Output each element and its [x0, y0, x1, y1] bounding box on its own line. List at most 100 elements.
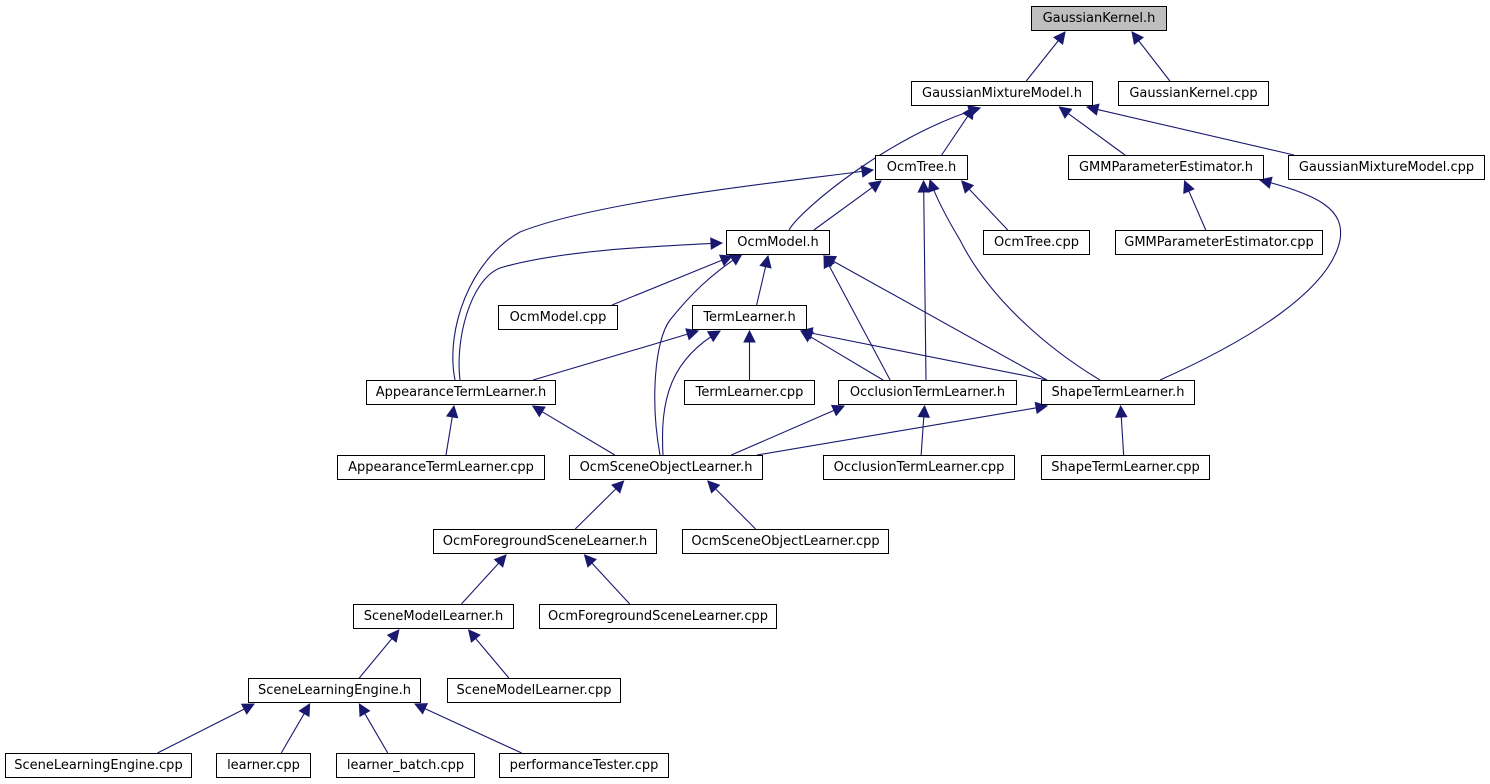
edge-arrowhead: [1058, 106, 1073, 119]
edge-arrowhead: [413, 703, 429, 715]
edge-osol_cpp-to-osol_h: [714, 487, 757, 530]
node-scenelearningengine-h[interactable]: SceneLearningEngine.h: [248, 678, 421, 703]
edge-arrowhead: [493, 554, 507, 568]
edge-arrowhead: [710, 237, 724, 250]
edge-arrowhead: [1258, 176, 1273, 189]
edge-arrowhead: [358, 703, 371, 718]
edge-gmm_cpp-to-gmm_h: [1096, 108, 1295, 156]
edge-arrowhead: [240, 703, 255, 715]
node-gmmparameterestimator-h[interactable]: GMMParameterEstimator.h: [1068, 155, 1264, 180]
edge-stl_h-to-termlearner_h: [810, 332, 1048, 381]
edge-arrowhead: [386, 629, 400, 643]
edge-ocmtree_h-to-gmm_h: [941, 115, 969, 156]
node-gaussiankernel-cpp[interactable]: GaussianKernel.cpp: [1118, 81, 1269, 106]
edge-sle_cpp-to-sle_h: [157, 708, 246, 754]
edge-arrowhead: [445, 404, 459, 419]
edge-ofsl_cpp-to-ofsl_h: [590, 562, 631, 605]
edge-otl_h-to-termlearner_h: [809, 335, 884, 381]
edge-atl_h-to-termlearner_h: [532, 333, 689, 381]
edge-stl_cpp-to-stl_h: [1120, 415, 1125, 456]
edge-gmm_h-to-gk_h: [1025, 39, 1060, 82]
node-learner-cpp[interactable]: learner.cpp: [216, 753, 311, 778]
edge-otl_h-to-ocmtree_h: [923, 190, 927, 381]
edge-osol_h-to-ocmmodel_h: [654, 253, 743, 456]
edge-learner_batch_cpp-to-sle_h: [363, 712, 389, 754]
node-gaussiankernel-h: GaussianKernel.h: [1031, 6, 1167, 31]
edge-arrowhead: [830, 404, 846, 417]
node-ocmforegroundscenelearner-cpp[interactable]: OcmForegroundSceneLearner.cpp: [539, 604, 777, 629]
edge-termlearner_h-to-ocmmodel_h: [756, 265, 767, 306]
edge-arrowhead: [1053, 31, 1066, 45]
edge-arrowhead: [706, 330, 721, 343]
edge-stl_h-to-gmmpe_h: [1159, 179, 1342, 381]
edge-arrowhead: [1183, 179, 1195, 195]
edge-perf_cpp-to-sle_h: [423, 707, 522, 754]
node-shapetermlearner-cpp[interactable]: ShapeTermLearner.cpp: [1041, 455, 1210, 480]
edge-arrowhead: [743, 329, 756, 343]
node-ocmsceneobjectlearner-h[interactable]: OcmSceneObjectLearner.h: [569, 455, 763, 480]
node-ocmsceneobjectlearner-cpp[interactable]: OcmSceneObjectLearner.cpp: [682, 529, 889, 554]
edge-arrowhead: [868, 180, 882, 193]
edge-arrowhead: [718, 254, 734, 267]
node-performancetester-cpp[interactable]: performanceTester.cpp: [499, 753, 669, 778]
edge-stl_h-to-ocmmodel_h: [832, 260, 1048, 381]
edge-ofsl_h-to-osol_h: [574, 487, 618, 530]
edge-arrowhead: [298, 703, 311, 718]
node-termlearner-h[interactable]: TermLearner.h: [692, 305, 807, 330]
edge-arrowhead: [685, 328, 700, 341]
edge-ocmmodel_cpp-to-ocmmodel_h: [611, 259, 723, 306]
edge-arrowhead: [1131, 31, 1145, 45]
edge-arrowhead: [823, 255, 838, 268]
node-scenemodellearner-cpp[interactable]: SceneModelLearner.cpp: [447, 678, 621, 703]
edge-gmmpe_cpp-to-gmmpe_h: [1187, 189, 1207, 231]
node-scenemodellearner-h[interactable]: SceneModelLearner.h: [353, 604, 514, 629]
edge-atl_h-to-ocmtree_h: [452, 169, 874, 381]
edge-arrowhead: [927, 178, 940, 193]
edge-arrowhead: [917, 404, 931, 418]
edge-arrowhead: [611, 480, 625, 494]
edge-arrowhead: [531, 405, 546, 418]
node-appearancetermlearner-h[interactable]: AppearanceTermLearner.h: [366, 380, 556, 405]
node-occlusiontermlearner-h[interactable]: OcclusionTermLearner.h: [838, 380, 1017, 405]
edge-arrowhead: [860, 165, 875, 178]
edge-learner_cpp-to-sle_h: [280, 712, 306, 754]
node-gmmparameterestimator-cpp[interactable]: GMMParameterEstimator.cpp: [1115, 230, 1323, 255]
edge-arrowhead: [583, 554, 597, 568]
node-ocmtree-h[interactable]: OcmTree.h: [875, 155, 968, 180]
node-scenelearningengine-cpp[interactable]: SceneLearningEngine.cpp: [5, 753, 192, 778]
node-gaussianmixturemodel-h[interactable]: GaussianMixtureModel.h: [911, 81, 1093, 106]
edge-otl_cpp-to-otl_h: [920, 415, 925, 456]
edge-sml_h-to-ofsl_h: [460, 562, 500, 605]
node-shapetermlearner-h[interactable]: ShapeTermLearner.h: [1041, 380, 1195, 405]
node-learner-batch-cpp[interactable]: learner_batch.cpp: [336, 753, 475, 778]
node-ocmmodel-cpp[interactable]: OcmModel.cpp: [498, 305, 618, 330]
node-gaussianmixturemodel-cpp[interactable]: GaussianMixtureModel.cpp: [1288, 155, 1485, 180]
edge-gmmpe_h-to-gmm_h: [1067, 112, 1126, 156]
edge-osol_h-to-atl_h: [541, 410, 616, 456]
edge-otl_h-to-ocmmodel_h: [828, 264, 891, 381]
edge-atl_h-to-ocmmodel_h: [458, 242, 723, 381]
edge-ocmmodel_h-to-gmm_h: [788, 107, 981, 231]
edge-osol_h-to-termlearner_h: [662, 330, 721, 456]
node-ocmforegroundscenelearner-h[interactable]: OcmForegroundSceneLearner.h: [433, 529, 657, 554]
edge-osol_h-to-stl_h: [756, 407, 1038, 456]
edge-arrowhead: [728, 253, 743, 266]
node-ocmmodel-h[interactable]: OcmModel.h: [726, 230, 830, 255]
node-ocmtree-cpp[interactable]: OcmTree.cpp: [983, 230, 1090, 255]
node-occlusiontermlearner-cpp[interactable]: OcclusionTermLearner.cpp: [823, 455, 1015, 480]
edge-arrowhead: [917, 179, 931, 193]
node-appearancetermlearner-cpp[interactable]: AppearanceTermLearner.cpp: [337, 455, 545, 480]
edge-atl_cpp-to-atl_h: [445, 415, 453, 456]
edge-arrowhead: [1115, 404, 1128, 418]
edge-stl_h-to-ocmtree_h: [929, 179, 1101, 381]
edge-ocmmodel_h-to-ocmtree_h: [813, 186, 874, 231]
node-termlearner-cpp[interactable]: TermLearner.cpp: [684, 380, 815, 405]
edge-sml_cpp-to-sml_h: [474, 637, 510, 679]
edge-arrowhead: [707, 480, 721, 494]
edge-arrowhead: [960, 180, 975, 194]
edge-osol_h-to-otl_h: [731, 409, 836, 456]
edge-arrowhead: [967, 105, 982, 118]
edge-ocmtree_cpp-to-ocmtree_h: [968, 187, 1009, 231]
